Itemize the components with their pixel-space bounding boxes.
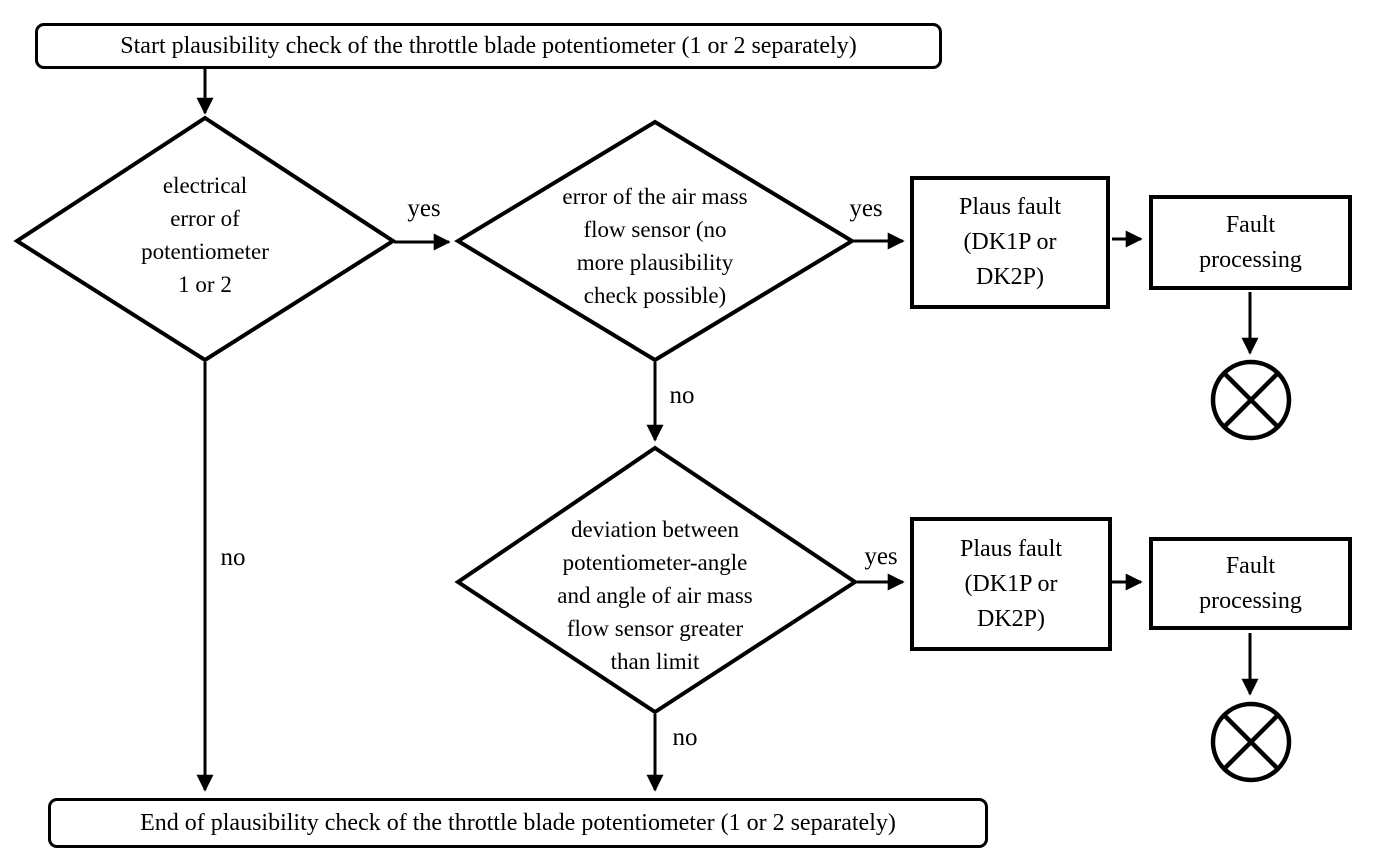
edge-label-yes-1: yes bbox=[407, 195, 441, 222]
edge-label-yes-3: yes bbox=[864, 543, 898, 570]
decision3-diamond-shape bbox=[454, 445, 859, 715]
end-node: End of plausibility check of the throttl… bbox=[48, 798, 988, 848]
fault-processing-2-node: Fault processing bbox=[1149, 537, 1352, 630]
edge-label-yes-2: yes bbox=[849, 195, 883, 222]
edge-label-no-2: no bbox=[672, 724, 698, 751]
decision2-diamond-shape bbox=[454, 119, 856, 363]
fault-processing-1-node: Fault processing bbox=[1149, 195, 1352, 290]
start-node: Start plausibility check of the throttle… bbox=[35, 23, 942, 69]
terminator-circle-2 bbox=[1210, 701, 1292, 783]
decision1-label: electrical error of potentiometer 1 or 2 bbox=[141, 173, 269, 297]
edge-label-no-3: no bbox=[220, 544, 246, 571]
plaus-fault-2-node: Plaus fault (DK1P or DK2P) bbox=[910, 517, 1112, 651]
decision3-label: deviation between potentiometer-angle an… bbox=[557, 517, 753, 674]
decision2-label: error of the air mass flow sensor (no mo… bbox=[562, 184, 748, 308]
decision1-diamond-shape bbox=[13, 115, 397, 363]
edge-label-no-1: no bbox=[669, 382, 695, 409]
plaus-fault-1-node: Plaus fault (DK1P or DK2P) bbox=[910, 176, 1110, 309]
terminator-circle-1 bbox=[1210, 359, 1292, 441]
